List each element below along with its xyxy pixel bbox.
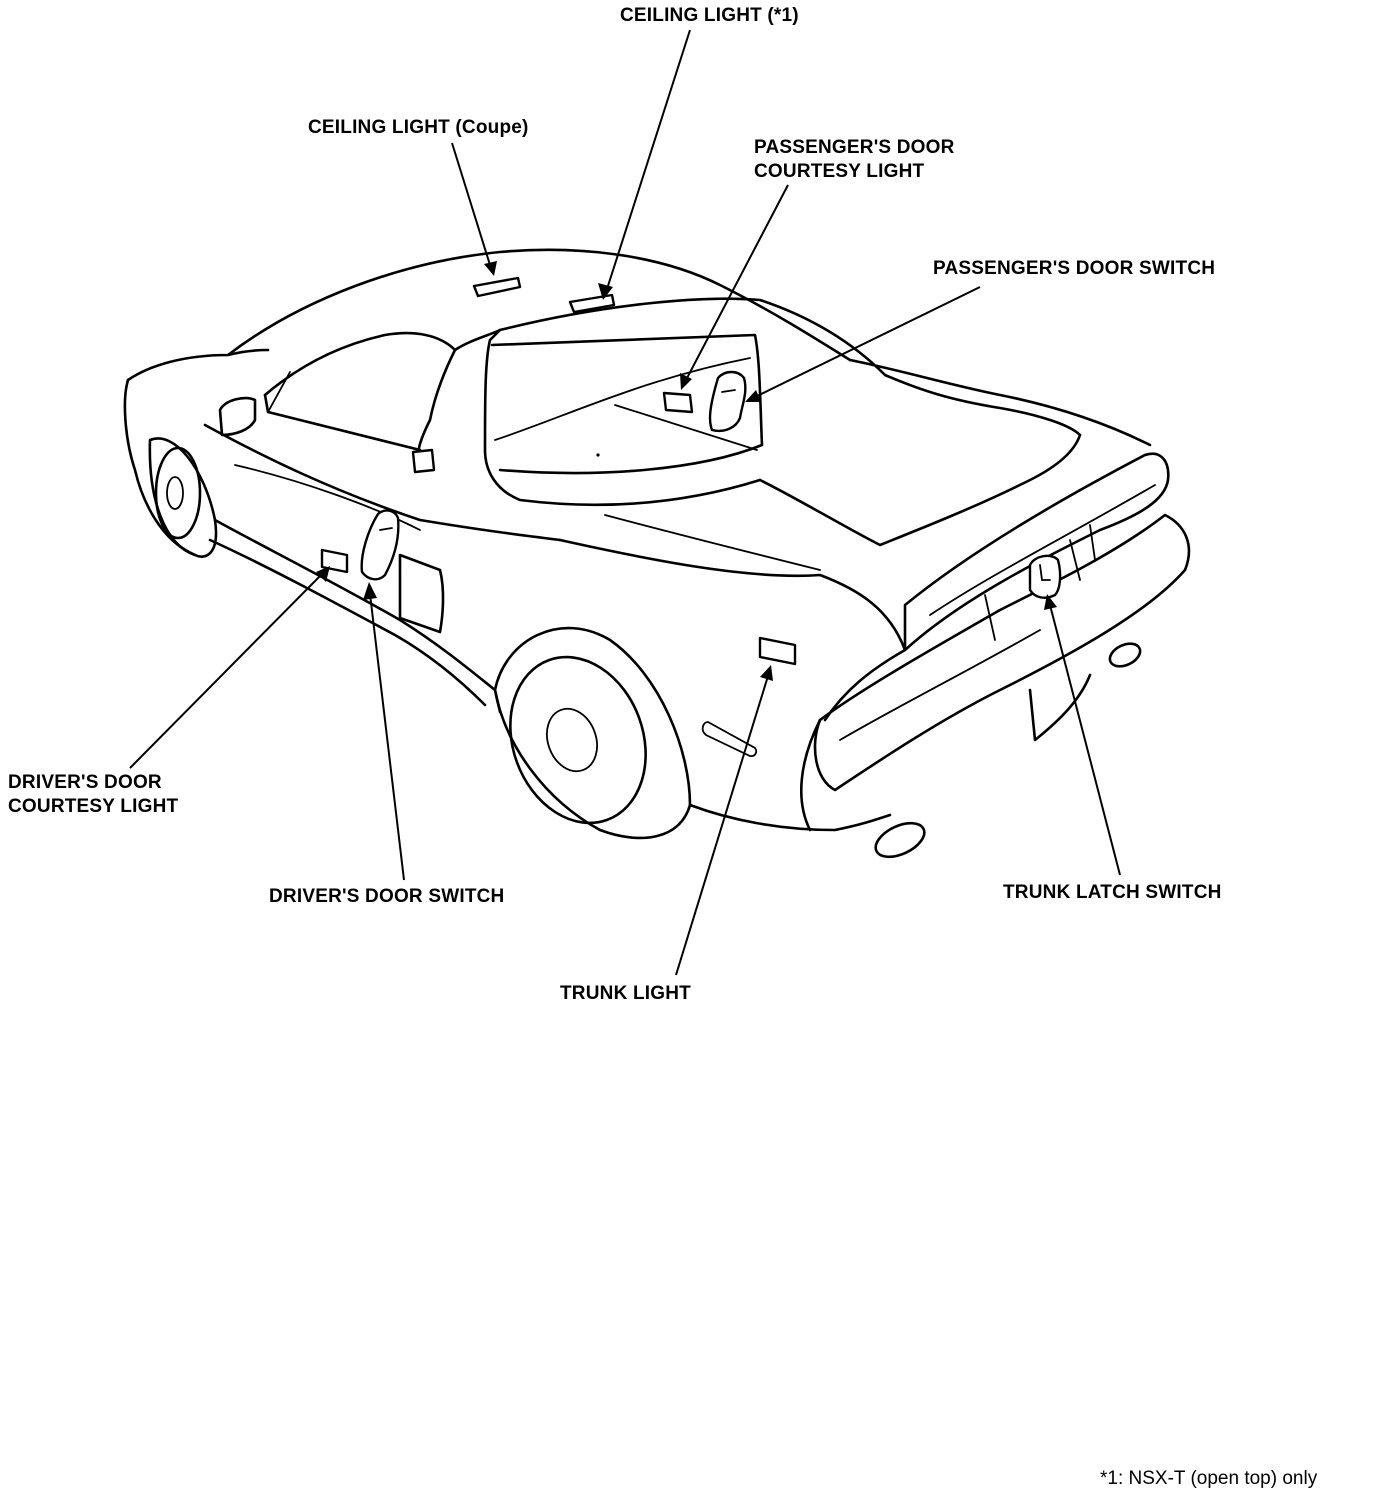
ceiling-light-open-label: CEILING LIGHT (*1) — [620, 5, 799, 26]
leader-driver-courtesy — [129, 573, 323, 769]
trunk-latch-switch-part — [1028, 554, 1062, 599]
passenger-door-switch-part — [708, 370, 747, 432]
driver-courtesy-light-part — [320, 548, 349, 574]
trunk-latch-switch-label: TRUNK LATCH SWITCH — [1003, 882, 1222, 903]
leader-passenger-switch — [754, 286, 981, 398]
leader-ceiling-light-open — [606, 29, 691, 290]
driver-door-switch-label: DRIVER'S DOOR SWITCH — [269, 886, 505, 907]
ceiling-light-coupe-label: CEILING LIGHT (Coupe) — [308, 117, 529, 138]
passenger-courtesy-light-part — [662, 391, 694, 414]
leader-lines — [129, 29, 1121, 976]
ceiling-light-coupe-part — [472, 276, 522, 298]
trunk-light-part — [758, 636, 797, 666]
passenger-courtesy-light-label: PASSENGER'S DOOR COURTESY LIGHT — [754, 137, 955, 182]
driver-door-switch-part — [360, 509, 400, 581]
footnote: *1: NSX-T (open top) only — [1100, 1468, 1318, 1489]
car-body — [123, 248, 1191, 859]
leader-passenger-courtesy — [685, 184, 789, 381]
leader-trunk-light — [675, 675, 769, 976]
leader-driver-switch — [369, 593, 405, 881]
passenger-door-switch-label: PASSENGER'S DOOR SWITCH — [933, 258, 1216, 279]
leader-ceiling-light-coupe — [451, 142, 491, 266]
leader-trunk-latch — [1049, 604, 1121, 876]
trunk-light-label: TRUNK LIGHT — [560, 983, 691, 1004]
driver-courtesy-light-label: DRIVER'S DOOR COURTESY LIGHT — [8, 772, 179, 817]
